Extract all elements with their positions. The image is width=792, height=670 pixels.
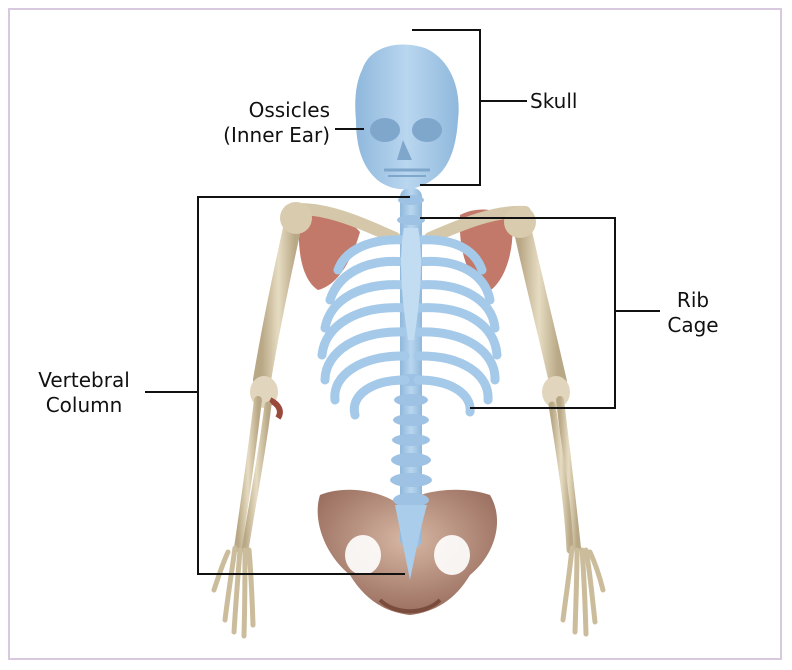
rib-cage-label: Rib Cage [660,288,726,338]
rib-cage-label-line-2: Cage [660,313,726,338]
ossicles-label-line-2: (Inner Ear) [182,123,330,148]
skull-label: Skull [530,89,577,114]
skull-label-line-1: Skull [530,89,577,114]
left-humerus [262,215,295,380]
right-humerus [520,218,558,382]
right-elbow [542,376,570,408]
ossicles-label-line-1: Ossicles [182,98,330,123]
left-obturator [345,535,381,575]
left-hand [214,548,253,636]
rib-cage-label-line-1: Rib [660,288,726,313]
right-obturator [434,535,470,575]
left-humeral-head [280,202,312,234]
vertebral-column-label: Vertebral Column [24,368,144,418]
right-humeral-head [504,206,536,238]
vertebral-column-label-line-2: Column [24,393,144,418]
skull [355,44,458,189]
right-hand [563,548,603,634]
vertebral-column-label-line-1: Vertebral [24,368,144,393]
ossicles-label: Ossicles (Inner Ear) [182,98,330,148]
